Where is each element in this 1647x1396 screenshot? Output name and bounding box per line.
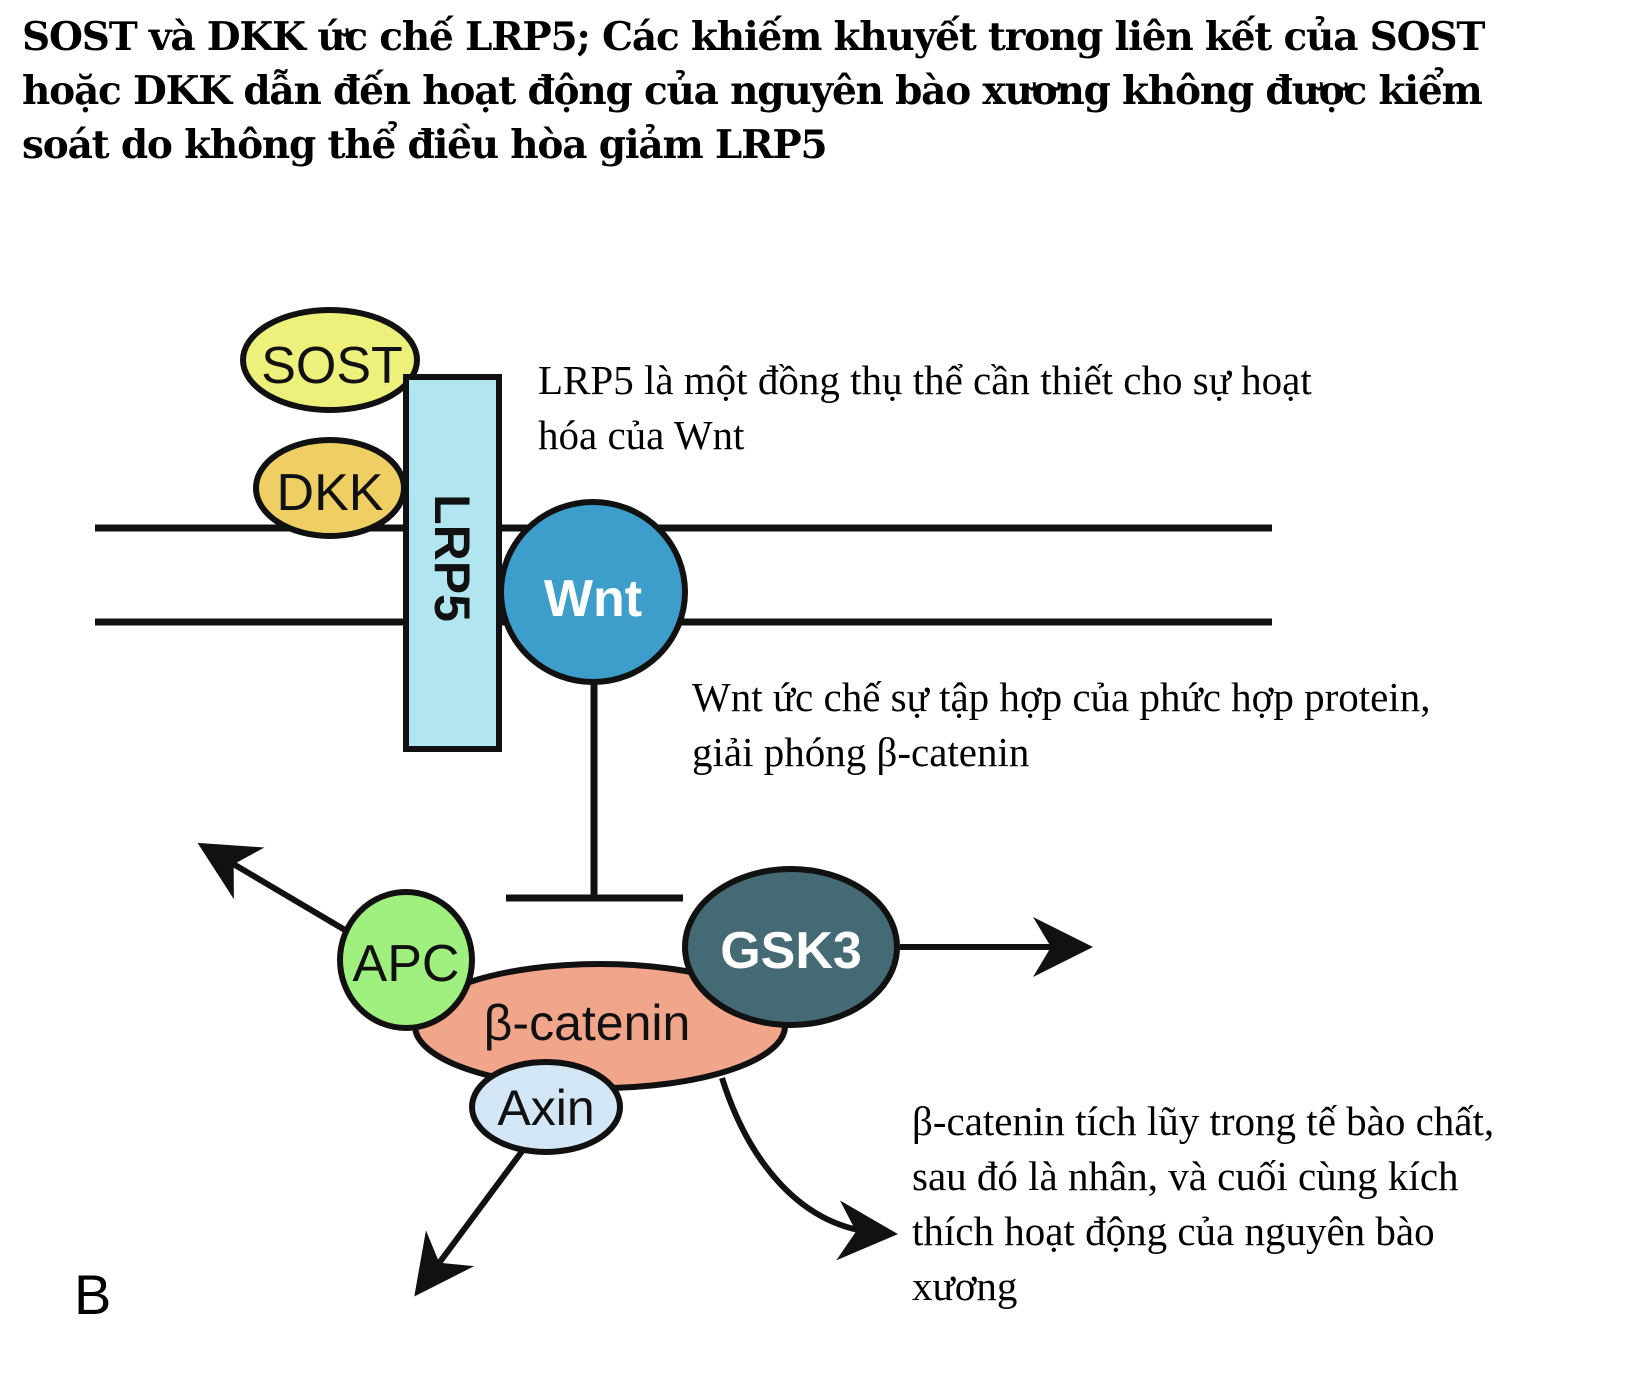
- title-line-2: hoặc DKK dẫn đến hoạt động của nguyên bà…: [22, 68, 1483, 114]
- apc-label: APC: [353, 935, 460, 993]
- beta-annotation-line-4: xương: [912, 1263, 1018, 1309]
- beta-catenin-annotation: β-catenin tích lũy trong tế bào chất, sa…: [912, 1094, 1494, 1314]
- title-line-1: SOST và DKK ức chế LRP5; Các khiếm khuyế…: [22, 14, 1485, 60]
- lrp5-label: LRP5: [424, 494, 480, 622]
- beta-annotation-line-3: thích hoạt động của nguyên bào: [912, 1208, 1435, 1254]
- lrp5-annotation-line-2: hóa của Wnt: [538, 412, 745, 458]
- sost-node: SOST: [240, 307, 420, 413]
- gsk3-label: GSK3: [720, 922, 862, 980]
- apc-node: APC: [337, 889, 475, 1031]
- beta-annotation-line-1: β-catenin tích lũy trong tế bào chất,: [912, 1098, 1495, 1144]
- axin-release-arrow: [414, 1148, 526, 1297]
- figure-title: SOST và DKK ức chế LRP5; Các khiếm khuyế…: [22, 10, 1622, 172]
- wnt-annotation: Wnt ức chế sự tập hợp của phức hợp prote…: [692, 670, 1430, 780]
- axin-label: Axin: [497, 1080, 594, 1136]
- wnt-annotation-line-1: Wnt ức chế sự tập hợp của phức hợp prote…: [692, 674, 1431, 720]
- axin-node: Axin: [469, 1059, 623, 1155]
- wnt-annotation-line-2: giải phóng β-catenin: [692, 729, 1030, 775]
- wnt-node: Wnt: [498, 499, 688, 685]
- wnt-label: Wnt: [544, 570, 642, 628]
- gsk3-node: GSK3: [682, 866, 900, 1028]
- beta-catenin-accumulation-arrow: [719, 1077, 898, 1261]
- dkk-node: DKK: [253, 437, 407, 539]
- beta-catenin-label: β-catenin: [484, 995, 691, 1051]
- beta-annotation-line-2: sau đó là nhân, và cuối cùng kích: [912, 1153, 1459, 1199]
- lrp5-receptor: LRP5: [403, 374, 502, 752]
- apc-release-arrow: [197, 842, 347, 933]
- sost-label: SOST: [261, 337, 403, 395]
- lrp5-annotation: LRP5 là một đồng thụ thể cần thiết cho s…: [538, 353, 1312, 463]
- title-line-3: soát do không thể điều hòa giảm LRP5: [22, 122, 828, 168]
- panel-label: B: [74, 1263, 112, 1326]
- beta-catenin-node: β-catenin: [412, 961, 788, 1091]
- dkk-label: DKK: [277, 464, 384, 522]
- lrp5-annotation-line-1: LRP5 là một đồng thụ thể cần thiết cho s…: [538, 357, 1312, 403]
